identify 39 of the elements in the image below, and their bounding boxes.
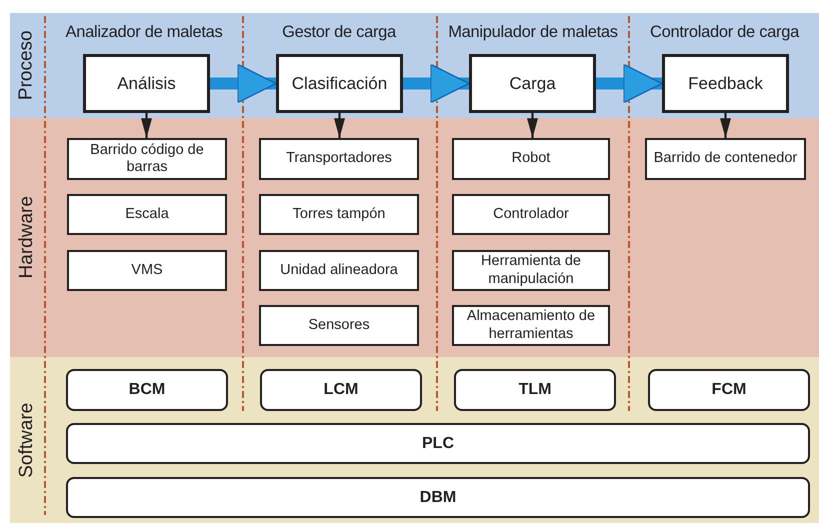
- swimlane-band: [10, 357, 819, 523]
- component-box: Barrido de contenedor: [645, 138, 806, 180]
- component-box: Transportadores: [259, 138, 419, 180]
- lane-title: Proceso: [14, 30, 38, 100]
- column-heading: Gestor de carga: [281, 22, 398, 43]
- component-box: Controlador: [452, 194, 610, 235]
- swimlane-band: [10, 118, 819, 357]
- process-box: Feedback: [662, 54, 789, 113]
- module-box: LCM: [260, 369, 422, 411]
- column-heading: Controlador de carga: [648, 22, 800, 43]
- lane-title: Hardware: [14, 196, 38, 279]
- module-box: TLM: [454, 369, 616, 411]
- component-box: Herramienta de manipulación: [452, 250, 610, 291]
- arrow: [334, 113, 345, 138]
- column-heading: Analizador de maletas: [64, 22, 224, 43]
- module-box: PLC: [66, 423, 810, 464]
- arrow: [527, 113, 538, 138]
- arrow: [596, 64, 663, 104]
- column-heading: Manipulador de maletas: [447, 22, 619, 43]
- module-box: BCM: [66, 369, 228, 411]
- component-box: Torres tampón: [259, 194, 419, 235]
- arrow: [403, 64, 470, 104]
- module-box: FCM: [648, 369, 810, 411]
- component-box: Escala: [67, 194, 227, 235]
- component-box: Almacenamiento de herramientas: [452, 305, 610, 346]
- component-box: Robot: [452, 138, 610, 180]
- arrow: [720, 113, 731, 138]
- process-box: Análisis: [83, 54, 210, 113]
- module-box: DBM: [66, 477, 810, 518]
- component-box: Unidad alineadora: [259, 250, 419, 291]
- process-box: Clasificación: [276, 54, 403, 113]
- arrow: [210, 64, 277, 104]
- component-box: Barrido código de barras: [67, 138, 227, 180]
- lane-title: Software: [14, 402, 38, 478]
- component-box: VMS: [67, 250, 227, 291]
- swimlane-band: [10, 13, 819, 118]
- arrow: [141, 113, 152, 138]
- process-box: Carga: [469, 54, 596, 113]
- component-box: Sensores: [259, 305, 419, 346]
